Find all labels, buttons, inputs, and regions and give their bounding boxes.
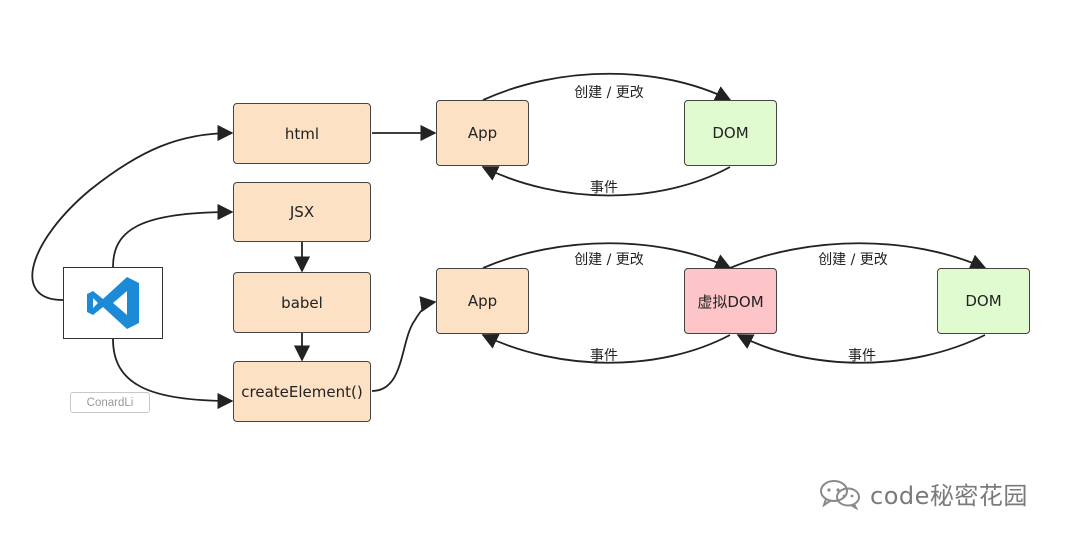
label-bottom-event-2: 事件 <box>848 348 876 364</box>
editor-logo-box <box>63 267 163 339</box>
edge-editor-to-createelement <box>112 338 234 410</box>
wechat-icon <box>820 479 860 510</box>
label-top-create-update: 创建 / 更改 <box>574 85 644 101</box>
label-bottom-create-update-2: 创建 / 更改 <box>818 252 888 268</box>
node-dom-top: DOM <box>684 100 777 166</box>
node-app-bottom: App <box>436 268 529 334</box>
edge-app-to-vdom <box>482 242 732 270</box>
edge-editor-to-jsx <box>112 203 234 268</box>
edge-vdom-to-app <box>481 334 731 364</box>
label-bottom-create-update-1: 创建 / 更改 <box>574 252 644 268</box>
node-babel: babel <box>233 272 371 333</box>
author-tag: ConardLi <box>70 392 150 413</box>
node-app-top: App <box>436 100 529 166</box>
edge-dom-to-vdom <box>736 334 986 364</box>
vscode-logo-icon <box>87 277 139 329</box>
watermark-text: code秘密花园 <box>870 482 1028 510</box>
edge-editor-to-html <box>31 124 234 301</box>
node-virtual-dom: 虚拟DOM <box>684 268 777 334</box>
edge-app-to-dom-top <box>482 72 732 101</box>
node-jsx: JSX <box>233 182 371 242</box>
label-bottom-event-1: 事件 <box>590 348 618 364</box>
edge-createelement-to-app-bottom <box>371 296 437 392</box>
edge-vdom-to-dom <box>729 242 987 270</box>
watermark: code秘密花园 <box>818 476 1028 511</box>
node-html: html <box>233 103 371 164</box>
edge-dom-to-app-top <box>481 166 731 197</box>
node-create-element: createElement() <box>233 361 371 422</box>
label-top-event: 事件 <box>590 180 618 196</box>
node-dom-bottom: DOM <box>937 268 1030 334</box>
